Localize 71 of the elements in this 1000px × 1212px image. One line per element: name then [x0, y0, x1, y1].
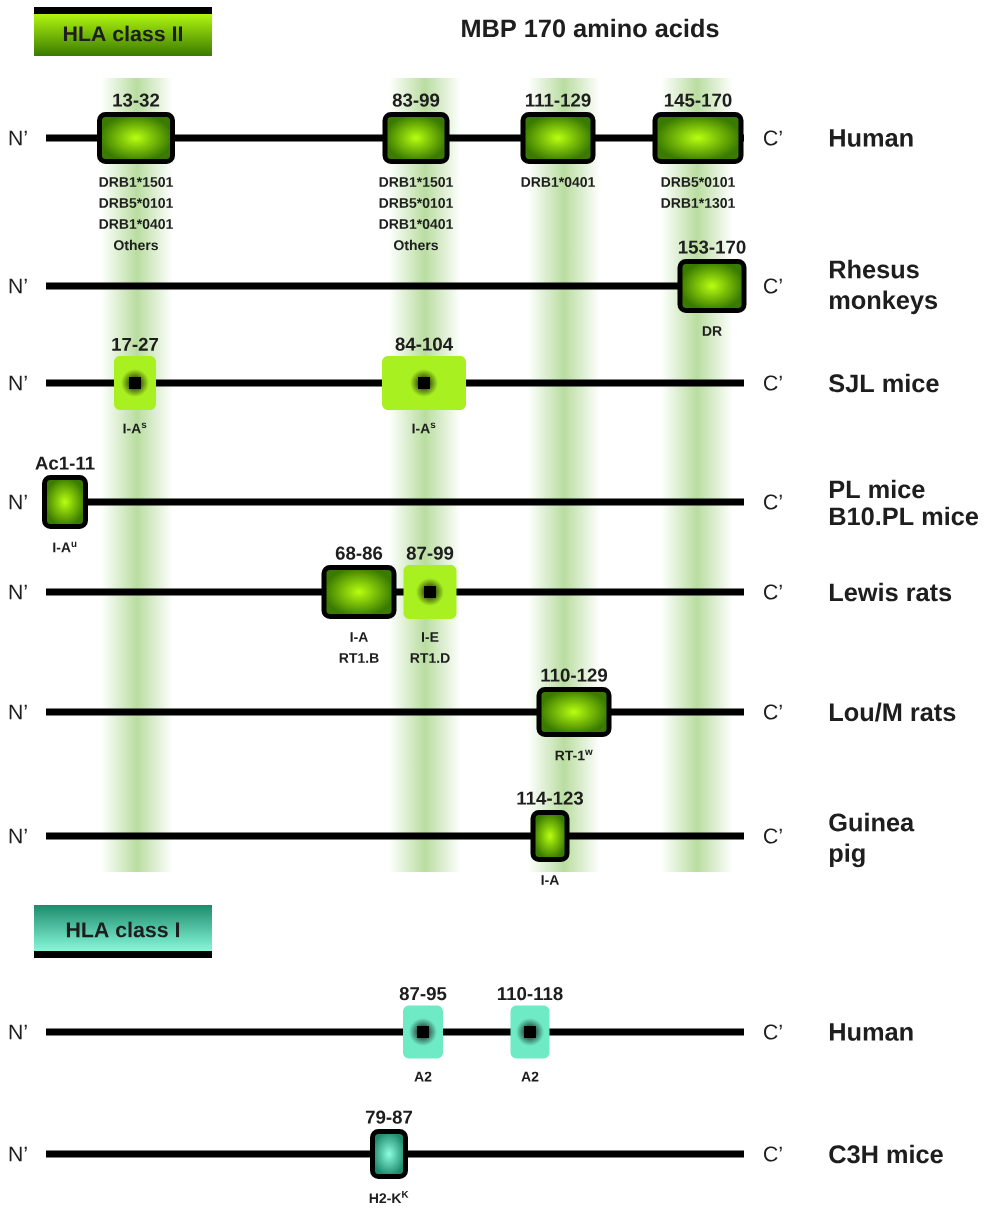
species-name: Guinea pig: [829, 812, 915, 868]
title: MBP 170 amino acids: [462, 18, 719, 38]
allele-label: DRB5*0101: [99, 198, 173, 208]
terminus-label: N’: [9, 828, 27, 844]
allele-label: RT1.B: [339, 653, 379, 663]
allele-label: H2-K$^{K}$: [369, 1191, 409, 1204]
terminus-label: N’: [9, 584, 27, 600]
terminus-label: C’: [764, 375, 782, 391]
residue-range: 111-129: [525, 93, 591, 107]
class-band: HLA class I: [34, 921, 212, 958]
allele-label: RT1.D: [410, 653, 450, 663]
terminus-label: N’: [9, 1024, 27, 1040]
terminus-label: C’: [764, 130, 782, 146]
allele-label: I-E: [422, 632, 439, 642]
allele-label: DRB5*0101: [661, 177, 735, 187]
terminus-label: C’: [764, 278, 782, 294]
residue-range: 13-32: [113, 93, 160, 107]
terminus-label: N’: [9, 130, 27, 146]
terminus-label: C’: [764, 704, 782, 720]
residue-range: 110-118: [497, 987, 563, 1001]
residue-range: Ac1-11: [35, 456, 95, 470]
residue-range: 145-170: [664, 93, 732, 107]
terminus-label: N’: [9, 278, 27, 294]
residue-range: 17-27: [112, 337, 159, 351]
residue-range: 84-104: [395, 337, 453, 351]
species-name: C3H mice: [829, 1144, 943, 1164]
allele-label: DRB1*0401: [521, 177, 595, 187]
residue-range: 87-99: [406, 546, 454, 560]
allele-label: I-A$^{s}$: [123, 422, 147, 434]
allele-label: I-A$^{u}$: [53, 541, 77, 553]
allele-label: I-A$^{s}$: [412, 422, 436, 434]
residue-range: 79-87: [365, 1110, 413, 1124]
allele-label: DRB5*0101: [379, 198, 453, 208]
terminus-label: C’: [764, 1024, 782, 1040]
allele-label: RT-1$^{w}$: [555, 749, 593, 761]
terminus-label: C’: [764, 584, 782, 600]
species-name: Human: [829, 1023, 913, 1041]
species-name: PL mice: [829, 479, 925, 499]
species-name: Lou/M rats: [829, 702, 956, 722]
allele-label: DRB1*0401: [99, 219, 173, 229]
node-label: HLA class II: [63, 25, 183, 42]
allele-label: I-A: [350, 632, 368, 642]
terminus-label: N’: [9, 1146, 27, 1162]
allele-label: DRB1*1501: [379, 177, 453, 187]
terminus-label: C’: [764, 494, 782, 510]
class-band: HLA class II: [34, 7, 212, 42]
allele-label: Others: [394, 239, 438, 251]
allele-label: DRB1*1301: [661, 198, 735, 208]
residue-range: 87-95: [399, 987, 447, 1001]
species-name: B10.PL mice: [829, 506, 979, 526]
terminus-label: N’: [9, 704, 27, 720]
allele-label: DR: [702, 326, 722, 336]
terminus-label: C’: [764, 1146, 782, 1162]
species-name: SJL mice: [829, 373, 939, 393]
allele-label: Others: [114, 239, 158, 251]
residue-range: 110-129: [541, 668, 608, 682]
allele-label: I-A: [541, 875, 559, 885]
allele-label: A2: [521, 1071, 539, 1082]
allele-label: DRB1*0401: [379, 219, 453, 229]
terminus-label: C’: [764, 828, 782, 844]
allele-label: A2: [414, 1071, 432, 1082]
species-name: Lewis rats: [829, 582, 952, 602]
residue-range: 68-86: [335, 546, 383, 560]
residue-range: 114-123: [517, 791, 584, 805]
terminus-label: N’: [9, 375, 27, 391]
node-label: HLA class I: [66, 921, 180, 938]
species-name: Rhesus monkeys: [829, 259, 938, 315]
species-name: Human: [829, 129, 913, 147]
residue-range: 83-99: [392, 93, 440, 107]
allele-label: DRB1*1501: [99, 177, 173, 187]
residue-range: 153-170: [678, 240, 746, 254]
